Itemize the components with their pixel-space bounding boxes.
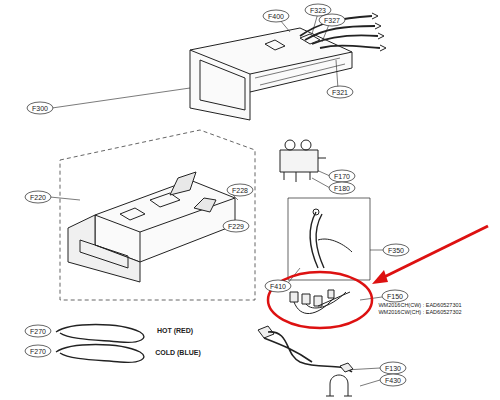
tube-fitting <box>313 209 319 215</box>
callout-number: F270 <box>30 348 46 355</box>
callout-oval <box>25 191 51 203</box>
callout-number: F323 <box>310 7 326 14</box>
harness-wire <box>264 332 352 372</box>
callout-number: F180 <box>334 185 350 192</box>
callout-oval <box>382 290 408 302</box>
callout-oval <box>327 86 353 98</box>
drawer-group-outline <box>60 130 255 300</box>
highlight-arrowhead <box>372 270 388 284</box>
inlet-hose <box>56 325 144 343</box>
valve-solenoid <box>285 140 295 150</box>
callout-oval <box>380 374 406 386</box>
drawer-cap <box>120 193 180 220</box>
callout-oval <box>27 102 53 114</box>
callout-number: F327 <box>324 17 340 24</box>
callout-oval <box>263 10 289 22</box>
softener-cap <box>194 198 216 212</box>
inlet-valve <box>280 150 318 172</box>
highlight-arrow <box>378 226 488 280</box>
callout-number: F220 <box>30 194 46 201</box>
clamp <box>326 375 352 396</box>
callout-number: F150 <box>387 293 403 300</box>
callout-number: F228 <box>232 187 248 194</box>
hose-clamp <box>372 13 386 51</box>
callout-oval <box>265 280 291 292</box>
callout-oval <box>25 345 51 357</box>
callout-number: F400 <box>268 13 284 20</box>
callout-ovals <box>25 4 409 386</box>
detergent-drawer <box>95 180 235 262</box>
callout-oval <box>383 244 409 256</box>
housing-compartment <box>200 60 245 110</box>
housing-rib <box>255 58 345 85</box>
model-note: WM2016CW(CH) : EAD60527302 <box>378 310 461 316</box>
hose-tube <box>310 212 324 268</box>
hose-label: COLD (BLUE) <box>155 349 201 356</box>
callout-oval <box>223 220 249 232</box>
wire-connector <box>340 363 353 372</box>
valve-solenoid <box>301 140 311 150</box>
hose-label: HOT (RED) <box>157 327 193 334</box>
valve-outlet <box>284 158 326 182</box>
siphon-cap <box>170 172 196 195</box>
leader-line <box>50 13 384 386</box>
inlet-hose <box>56 345 144 363</box>
handle-grip <box>80 240 128 268</box>
callout-oval <box>380 362 406 374</box>
callout-number: F321 <box>332 89 348 96</box>
harness-group-outline <box>288 198 370 280</box>
callout-number: F430 <box>385 377 401 384</box>
wire-connector <box>290 290 334 306</box>
harness-wire <box>318 239 352 252</box>
callout-number: F350 <box>388 247 404 254</box>
callout-number: F170 <box>334 173 350 180</box>
callout-oval <box>329 170 355 182</box>
model-note: WM2016CH(CW) : EAD60527301 <box>378 303 461 309</box>
dispenser-housing <box>190 28 352 120</box>
callout-number: F300 <box>32 105 48 112</box>
housing-edge <box>190 50 352 92</box>
callout-number: F270 <box>30 328 46 335</box>
harness-wire <box>294 292 350 314</box>
callout-oval <box>319 14 345 26</box>
callout-number: F410 <box>270 283 286 290</box>
callout-oval <box>25 325 51 337</box>
callout-number: F130 <box>385 365 401 372</box>
drawer-handle <box>68 215 140 282</box>
callout-number: F229 <box>228 223 244 230</box>
callout-oval <box>329 182 355 194</box>
callout-oval <box>227 184 253 196</box>
